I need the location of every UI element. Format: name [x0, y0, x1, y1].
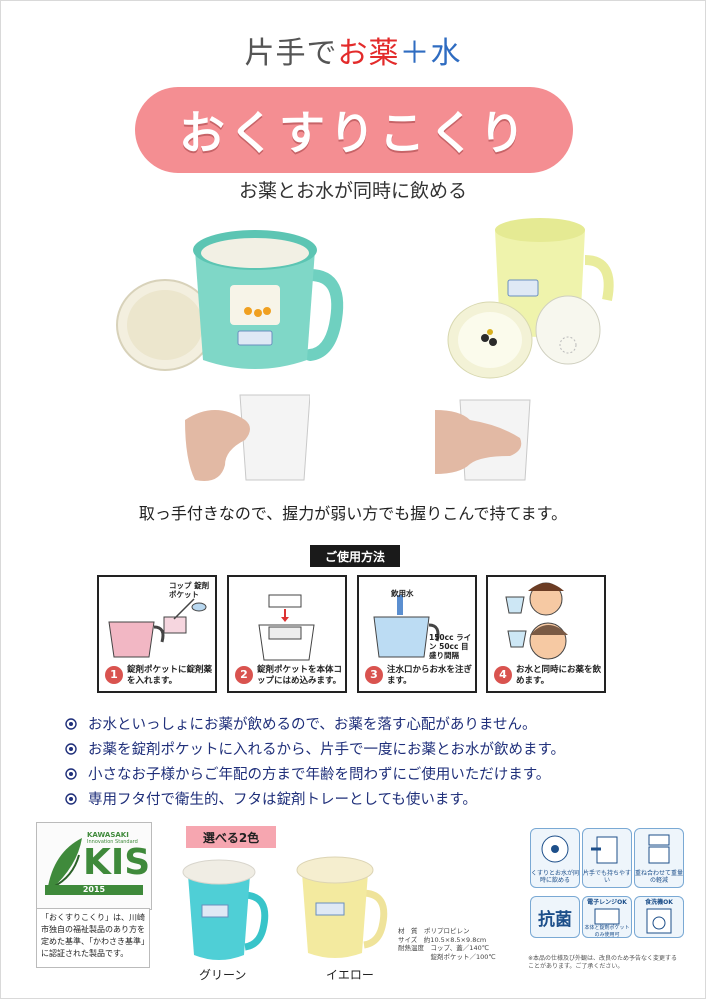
- step-number-3: 3: [365, 666, 383, 684]
- pill-pocket-icon: [108, 598, 207, 658]
- feature-icon-stackable: 重ね合わせて重量の軽減: [634, 828, 684, 888]
- step1-tag: コップ 錠剤ポケット: [169, 581, 210, 599]
- spec-size: サイズ 約10.5×8.5×9.8cm: [398, 935, 487, 944]
- feature-icon-label-3: 重ね合わせて重量の軽減: [635, 870, 684, 884]
- stack-cup-icon: [648, 834, 670, 864]
- dishwasher-badge: 食洗機OK: [634, 896, 684, 938]
- step3-tag: 飲用水: [391, 589, 414, 598]
- feature-text: お薬を錠剤ポケットに入れるから、片手で一度にお薬とお水が飲めます。: [88, 742, 566, 758]
- bullet-mark-icon: [62, 765, 80, 783]
- green-cup-with-lid-image: [116, 230, 344, 371]
- product-name: おくすりこくり: [179, 106, 529, 160]
- antibacterial-badge: 抗菌: [530, 896, 580, 938]
- tagline: 片手でお薬＋水: [0, 28, 706, 72]
- microwave-label: 電子レンジOK: [587, 899, 627, 906]
- feature-icon-label-2: 片手でも持ちやすい: [583, 870, 632, 884]
- pour-water-icon: [373, 595, 440, 658]
- kis-brand-sub: Innovation Standard: [87, 839, 138, 845]
- feature-text: 専用フタ付で衛生的、フタは錠剤トレーとしても使います。: [88, 792, 477, 808]
- feature-icon-one-hand: 片手でも持ちやすい: [582, 828, 632, 888]
- bullet-mark-icon: [62, 740, 80, 758]
- feature-item: お水といっしょにお薬が飲めるので、お薬を落す心配がありません。: [62, 711, 682, 736]
- step-number-1: 1: [105, 666, 123, 684]
- color-yellow-label: イエロー: [326, 968, 374, 982]
- feature-text: 小さなお子様からご年配の方まで年齢を問わずにご使用いただけます。: [88, 767, 551, 783]
- subtitle: お薬とお水が同時に飲める: [238, 180, 467, 202]
- spec-change-note: ※本品の仕様及び外観は、改良のため予告なく変更することがあります。ご了承ください…: [528, 955, 678, 970]
- tagline-part2: お薬: [337, 36, 400, 71]
- dishwasher-label: 食洗機OK: [645, 899, 673, 906]
- step-text-1: 錠剤ポケットに錠剤薬を入れます。: [127, 665, 213, 686]
- usage-step-3: 飲用水 150cc ライン 50cc 目盛り間隔 3 注水口からお水を注ぎます。: [357, 575, 477, 693]
- kis-leaf-icon: [45, 838, 143, 895]
- step-text-3: 注水口からお水を注ぎます。: [387, 665, 473, 686]
- product-title-banner: おくすりこくり: [135, 87, 573, 173]
- feature-icon-simultaneous: くすりとお水が同時に飲める: [530, 828, 580, 888]
- usage-step-2: 2 錠剤ポケットを本体コップにはめ込みます。: [227, 575, 347, 693]
- spec-table: 材 質 ポリプロピレン サイズ 約10.5×8.5×9.8cm 耐熱温度 コップ…: [398, 927, 518, 961]
- tagline-part1: 片手で: [244, 36, 338, 71]
- kis-logo: KAWASAKI Innovation Standard KIS 2015: [36, 822, 152, 910]
- kis-year: 2015: [82, 885, 106, 894]
- color-green-label: グリーン: [199, 968, 247, 982]
- feature-item: 小さなお子様からご年配の方まで年齢を問わずにご使用いただけます。: [62, 761, 682, 786]
- grip-description: 取っ手付きなので、握力が弱い方でも握りこんで持てます。: [138, 504, 568, 523]
- tagline-part4: 水: [430, 36, 462, 71]
- spec-heat-pocket: 錠剤ポケット／100℃: [398, 952, 496, 961]
- step-text-4: お水と同時にお薬を飲めます。: [516, 665, 602, 686]
- yellow-cup-parts-image: [447, 218, 614, 379]
- hand-cup-icon: [591, 836, 618, 864]
- step3-tag2: 150cc ライン 50cc 目盛り間隔: [429, 633, 472, 660]
- green-cup-image: [182, 859, 269, 960]
- kis-logo-text: KIS: [83, 842, 151, 883]
- yellow-cup-image: [296, 856, 388, 958]
- spec-heat-cup: 耐熱温度 コップ、蓋／140℃: [398, 944, 490, 952]
- feature-item: 専用フタ付で衛生的、フタは錠剤トレーとしても使います。: [62, 786, 682, 811]
- step-number-2: 2: [235, 666, 253, 684]
- tagline-plus: ＋: [399, 36, 431, 71]
- spec-material: 材 質 ポリプロピレン: [398, 927, 470, 935]
- color-choice-label: 選べる2色: [186, 826, 276, 848]
- feature-item: お薬を錠剤ポケットに入れるから、片手で一度にお薬とお水が飲めます。: [62, 736, 682, 761]
- dishwasher-icon: [646, 908, 672, 934]
- hand-holding-cup-image-1: [185, 394, 310, 481]
- microwave-note: 本体と錠剤ポケットのみ使用可: [584, 925, 630, 938]
- drinking-person-icon: [505, 582, 568, 660]
- feature-text: お水といっしょにお薬が飲めるので、お薬を落す心配がありません。: [88, 717, 537, 733]
- kis-certification-note: 「おくすりこくり」は、川崎市独自の福祉製品のあり方を定めた基準、「かわさき基準」…: [36, 908, 150, 968]
- microwave-icon: [594, 908, 620, 925]
- kis-brand-top: KAWASAKI: [87, 831, 129, 839]
- cup-pill-icon: [541, 835, 569, 863]
- hand-holding-cup-image-2: [435, 399, 531, 481]
- usage-step-1: コップ 錠剤ポケット 1 錠剤ポケットに錠剤薬を入れます。: [97, 575, 217, 693]
- feature-icon-label-1: くすりとお水が同時に飲める: [531, 870, 580, 884]
- step-number-4: 4: [494, 666, 512, 684]
- feature-list: お水といっしょにお薬が飲めるので、お薬を落す心配がありません。 お薬を錠剤ポケッ…: [62, 711, 682, 811]
- bullet-mark-icon: [62, 790, 80, 808]
- insert-pocket-icon: [258, 594, 315, 661]
- microwave-badge: 電子レンジOK 本体と錠剤ポケットのみ使用可: [582, 896, 632, 938]
- step-text-2: 錠剤ポケットを本体コップにはめ込みます。: [257, 665, 343, 686]
- usage-label: ご使用方法: [310, 545, 400, 567]
- bullet-mark-icon: [62, 715, 80, 733]
- usage-step-4: 4 お水と同時にお薬を飲めます。: [486, 575, 606, 693]
